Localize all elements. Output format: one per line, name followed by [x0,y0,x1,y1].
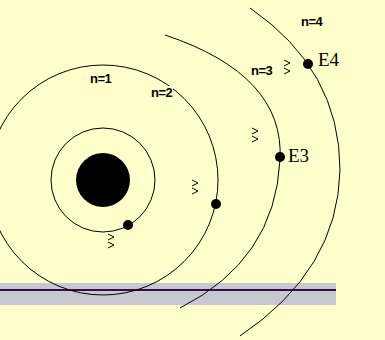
nucleus [76,153,130,207]
electron [211,199,221,209]
orbit-label: n=1 [90,72,111,85]
orbit-label: n=2 [150,86,173,99]
motion-marks [108,60,290,248]
orbit-4 [240,8,340,336]
orbit-3 [165,35,280,308]
electron [303,59,313,69]
electron [123,220,133,230]
orbit-2 [0,65,218,295]
orbit-label: n=3 [250,64,273,77]
energy-label: E4 [318,50,339,69]
orbit-label: n=4 [300,15,323,28]
energy-label: E3 [288,146,309,165]
grey-band [0,283,336,305]
purple-rule [0,289,336,291]
orbit-1 [51,128,155,232]
electron [275,152,285,162]
